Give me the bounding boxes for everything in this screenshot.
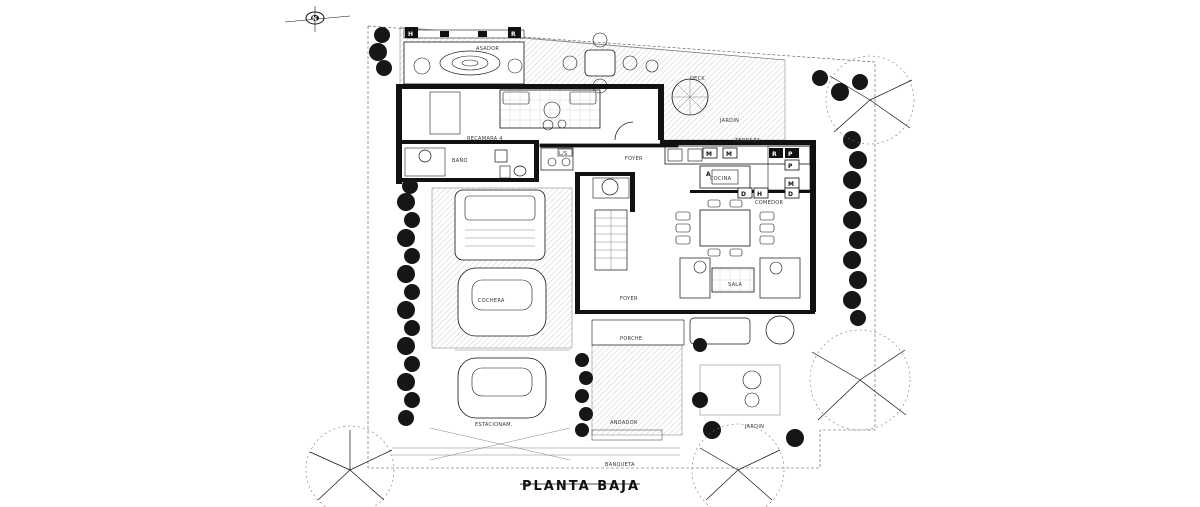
dining-set [675,199,775,257]
garage-cars [454,189,570,419]
kitchen-area [664,145,811,191]
label-foyer-bottom: FOYER [620,296,638,302]
tag-r: R [511,31,516,38]
label-jardin-bottom: JARDIN [744,424,764,430]
label-foyer-top: FOYER [625,156,643,162]
staircase [592,177,630,271]
tag-h: H [408,31,413,38]
porch-area [591,315,795,416]
tag-m3: M [788,181,794,188]
label-cochera: COCHERA [478,298,505,304]
compass-icon: N [284,6,351,32]
right-hedge [812,70,868,326]
label-jardin-top: JARDIN [719,118,739,124]
porch-shrubs [575,338,804,447]
tag-r2: R [772,151,777,158]
tag-p2: P [788,163,793,170]
label-estac: ESTACIONAM. [475,422,513,428]
label-comedor: COMEDOR [755,200,783,206]
driveway-lines [392,427,680,461]
label-recamara: RECAMARA 4 [467,136,503,142]
compass-label: N [312,16,317,23]
left-hedge [369,27,420,426]
drawing-title: PLANTA BAJA [520,479,640,494]
label-sala: SALA [728,282,742,288]
label-cocina: COCINA [710,176,732,182]
tag-h2: H [757,191,762,198]
tag-a: A [706,171,711,178]
tag-d2: D [788,191,793,198]
label-deck: DECK [690,76,705,82]
deck-furniture [403,29,709,116]
living-set [679,257,801,299]
tag-d1: D [741,191,746,198]
label-terraza: TERRAZA [734,138,761,144]
tag-m1: M [706,151,712,158]
room-labels: RECAMARA 4 BAÑO FOYER COCINA COMEDOR SAL… [452,46,783,468]
tree-icon [305,55,915,507]
label-bano: BAÑO [452,157,468,164]
exterior-walls [396,84,816,314]
bedroom-furniture [429,89,634,141]
bathroom-fixtures [404,147,527,179]
tag-p1: P [788,151,793,158]
label-andador: ANDADOR [610,420,638,426]
equipment-tags: H R M M A R P P M D H D L/S [405,27,800,199]
label-asador: ASADOR [476,46,499,52]
label-porche: PORCHE [620,336,642,342]
plan-title: PLANTA BAJA [522,479,640,494]
label-banqueta: BANQUETA [605,462,635,468]
tag-ls: L/S [559,151,568,157]
tag-m2: M [726,151,732,158]
laundry-room [540,147,574,171]
